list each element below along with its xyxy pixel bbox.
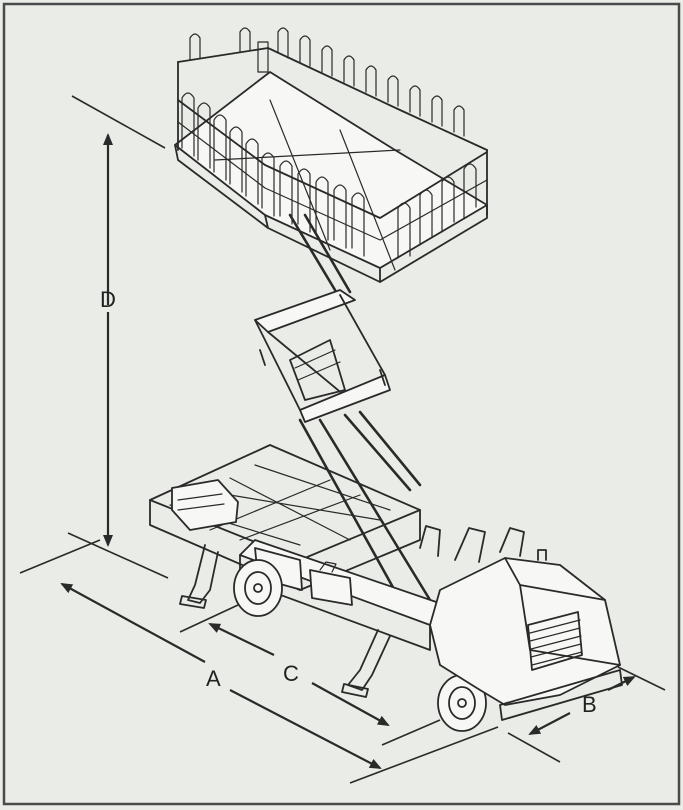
work-platform	[174, 47, 488, 283]
dimension-label-a: A	[206, 666, 221, 691]
wheels	[233, 559, 487, 732]
platform-rail-arches	[181, 27, 477, 259]
dimension-c	[179, 604, 441, 746]
dimension-b	[507, 666, 666, 763]
dimension-a	[19, 539, 499, 784]
scissor-mast	[254, 213, 432, 602]
dimension-label-b: B	[582, 692, 597, 717]
dimension-label-c: C	[283, 661, 299, 686]
dimension-label-d: D	[100, 287, 116, 312]
dimension-d	[67, 95, 169, 579]
truck-cab	[419, 525, 623, 721]
outriggers	[179, 544, 391, 698]
